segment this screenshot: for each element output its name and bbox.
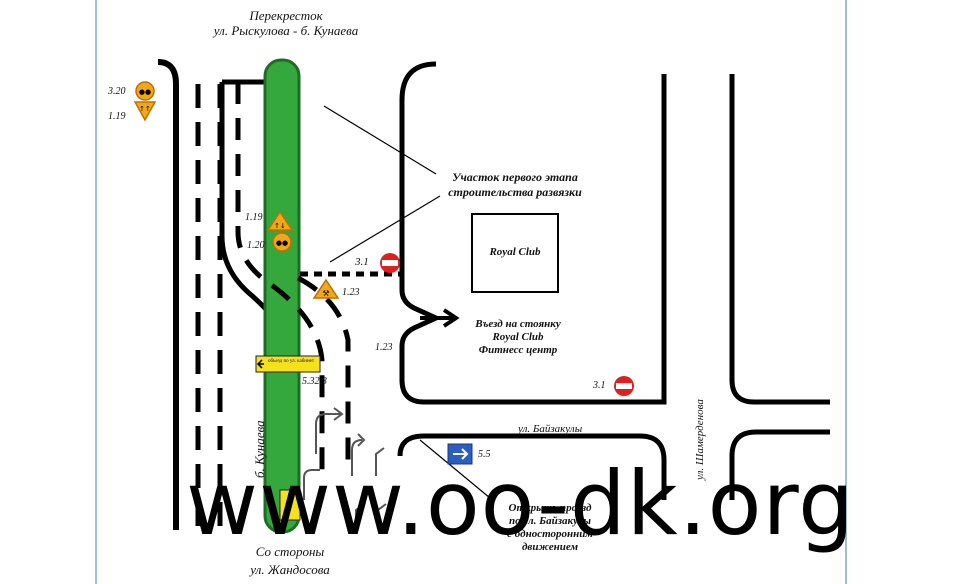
leader-open — [419, 439, 491, 499]
svg-text:●●: ●● — [139, 88, 151, 96]
left-curb — [157, 59, 179, 530]
leader-stage-2 — [329, 195, 441, 263]
svg-text:●●: ●● — [276, 239, 288, 247]
sign-119-top-icon: ↑↑ — [133, 101, 157, 122]
leader-stage-1 — [323, 105, 437, 175]
sign-label-119-mid: 1.19 — [245, 212, 263, 223]
sign-31-b-icon — [614, 376, 634, 396]
sign-label-123-a: 1.23 — [342, 287, 360, 298]
callout-open-line-4: движением — [521, 541, 579, 553]
sign-55-icon — [447, 443, 473, 465]
detour-sign-text: объезд по ул. кабинет — [268, 359, 315, 364]
far-right-curb-bottom — [729, 429, 830, 500]
street-baizakov: ул. Байзакулы — [518, 423, 583, 435]
sign-label-31-b: 3.1 — [593, 380, 606, 391]
svg-text:↑↑: ↑↑ — [139, 105, 151, 113]
royal-block-curb — [399, 61, 667, 405]
title-line-2: ул. Рыскулова - б. Кунаева — [213, 23, 359, 38]
sign-label-120-mid: 1.20 — [247, 240, 265, 251]
sign-123-a-icon: ⚒ — [312, 278, 340, 299]
entry-arrow — [420, 308, 460, 328]
callout-open-line-2: по ул. Байзакулы — [509, 515, 591, 527]
lower-block-curb — [397, 433, 667, 500]
bottom-sign-icon — [279, 489, 301, 521]
callout-entry-line-3: Фитнесс центр — [478, 344, 558, 356]
sign-label-123-b: 1.23 — [375, 342, 393, 353]
callout-open-line-3: с односторонним — [507, 528, 593, 540]
watermark: www.oo-dk.org — [186, 452, 856, 555]
svg-text:⚒: ⚒ — [322, 289, 329, 298]
callout-entry-line-2: Royal Club — [492, 331, 544, 343]
building-royal-club — [471, 213, 559, 293]
sign-119-mid-icon: ↑↓ — [266, 210, 294, 231]
callout-stage-line-1: Участок первого этапа — [452, 170, 578, 184]
sign-320-top-icon: ●● — [135, 81, 155, 101]
callout-open-line-1: Открыть проезд — [508, 502, 592, 514]
sign-label-5323: 5.32.3 — [302, 376, 327, 387]
detour-sign-icon — [255, 355, 321, 373]
callout-entry-line-1: Въезд на стоянку — [475, 318, 561, 330]
sign-label-55: 5.5 — [478, 449, 491, 460]
curved-lane-1 — [235, 82, 325, 470]
sign-label-119-top: 1.19 — [108, 111, 126, 122]
bottom-origin-line-1: Со стороны — [255, 544, 325, 559]
callout-stage-line-2: строительства развязки — [448, 185, 582, 199]
building-label: Royal Club — [489, 246, 541, 258]
title-line-1: Перекресток — [249, 8, 323, 23]
lane-arrows — [303, 407, 387, 528]
sign-120-mid-icon: ●● — [272, 232, 292, 252]
sign-31-a-icon — [380, 253, 400, 273]
svg-text:↑↓: ↑↓ — [274, 222, 286, 230]
sign-label-320: 3.20 — [108, 86, 126, 97]
bottom-origin-line-2: ул. Жандосова — [250, 562, 330, 577]
far-right-curb-top — [729, 74, 830, 405]
sign-label-31-a: 3.1 — [355, 256, 369, 268]
curved-lane-2 — [296, 275, 351, 470]
